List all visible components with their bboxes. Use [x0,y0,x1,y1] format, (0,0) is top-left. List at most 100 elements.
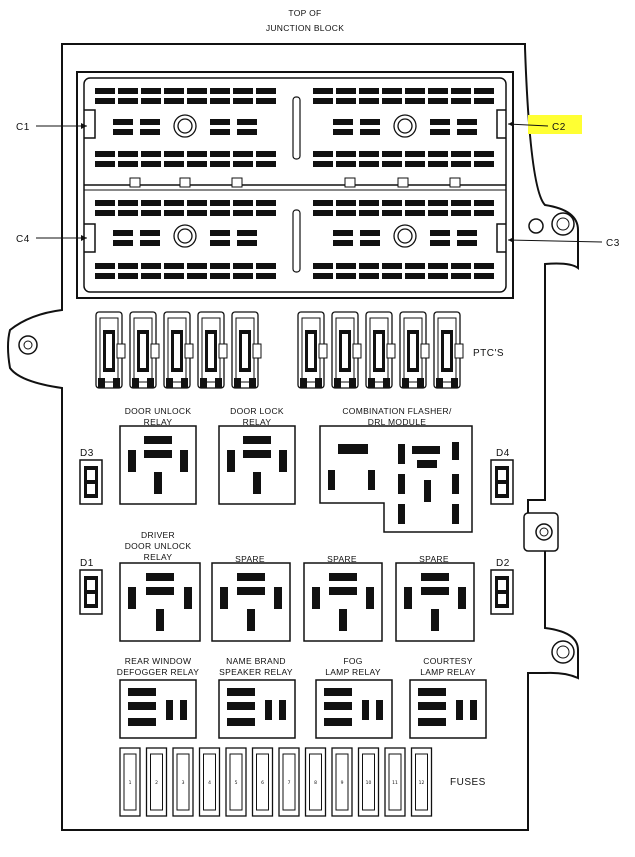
connector-pin [382,200,402,206]
connector-pin [118,161,138,167]
connector-pin [164,161,184,167]
connector-pin [405,273,425,279]
connector-pin [405,151,425,157]
relay-door-unlock [119,425,197,505]
connector-pin [210,230,230,236]
fuse-11: 11 [384,747,406,817]
fuse-number: 9 [341,780,344,786]
connector-pin [430,119,450,125]
connector-pin [474,273,494,279]
fuse-5: 5 [225,747,247,817]
connector-pin [451,210,471,216]
connector-pin [210,240,230,246]
connector-pin [336,88,356,94]
fuse-number: 11 [392,780,398,786]
connector-pin [233,161,253,167]
caption-fog-lamp-relay: LAMP RELAY [325,667,381,677]
connector-pin [359,200,379,206]
connector-pin [405,161,425,167]
connector-pin [118,263,138,269]
connector-pin [451,151,471,157]
connector-pin [336,210,356,216]
ptc-device [297,311,328,389]
caption-driver-door-unlock-relay: RELAY [144,552,173,562]
connector-pin [333,119,353,125]
caption-courtesy-lamp-relay: COURTESY [423,656,473,666]
connector-pin [95,98,115,104]
connector-pin [95,263,115,269]
fuse-3: 3 [172,747,194,817]
connector-pin [360,119,380,125]
connector-pin [118,88,138,94]
connector-pin [451,200,471,206]
caption-spare-1: SPARE [235,554,265,564]
connector-pin [313,273,333,279]
label-d1: D1 [80,558,94,569]
connector-pin [210,88,230,94]
connector-pin [333,230,353,236]
connector-pin [382,88,402,94]
connector-pin [313,98,333,104]
ptc-device [163,311,194,389]
connector-pin [256,151,276,157]
relay-rear-window-defogger [119,679,197,739]
label-c3: C3 [606,238,620,249]
connector-pin [95,200,115,206]
connector-pin [210,263,230,269]
ptc-label: PTC'S [473,348,504,359]
combination-flasher-module [319,425,473,533]
connector-pin [382,263,402,269]
relay-door-lock [218,425,296,505]
fuse-number: 1 [129,780,132,786]
connector-pin [210,273,230,279]
fuse-12: 12 [410,747,433,817]
connector-pin [164,200,184,206]
fuse-1: 1 [119,747,141,817]
connector-pin [382,98,402,104]
diode-d3 [79,459,103,505]
connector-pin [474,210,494,216]
connector-pin [451,263,471,269]
connector-pin [428,151,448,157]
relay-fog-lamp [315,679,393,739]
connector-pin [141,98,161,104]
connector-pin [359,161,379,167]
fuses-label: FUSES [450,777,486,788]
connector-pin [210,210,230,216]
connector-pin [210,119,230,125]
connector-pin [359,263,379,269]
caption-rear-window-defogger-relay: REAR WINDOW [125,656,192,666]
connector-pin [457,240,477,246]
connector-pin [95,273,115,279]
ptc-device [129,311,160,389]
latch-tabs [129,177,461,188]
connector-pin [140,129,160,135]
connector-pin [405,200,425,206]
label-d3: D3 [80,448,94,459]
connector-pin [451,98,471,104]
fuse-2: 2 [145,747,168,817]
connector-pin [313,263,333,269]
connector-pin [360,129,380,135]
connector-pin [237,230,257,236]
connector-pin [233,210,253,216]
caption-door-lock-relay: DOOR LOCK [230,406,284,416]
connector-pin [457,230,477,236]
connector-pin [336,200,356,206]
connector-pin [451,273,471,279]
connector-pin [313,151,333,157]
connector-pin [428,98,448,104]
connector-pin [313,161,333,167]
connector-pin [187,98,207,104]
label-c1: C1 [16,122,30,133]
connector-pin [256,200,276,206]
fuse-number: 7 [288,780,291,786]
connector-pin [405,210,425,216]
fuse-number: 4 [208,780,211,786]
connector-pin [360,240,380,246]
connector-pin [336,161,356,167]
connector-pin [113,240,133,246]
connector-pin [474,200,494,206]
